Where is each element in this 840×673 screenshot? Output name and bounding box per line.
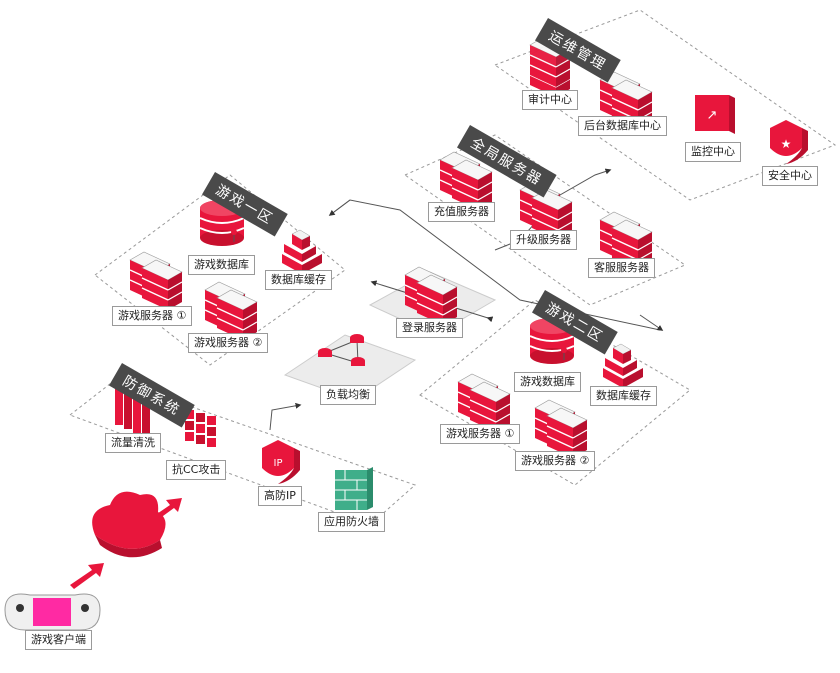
ops-region <box>493 9 837 201</box>
firewall-icon <box>335 467 373 510</box>
security-shield-icon: ★ <box>770 120 808 164</box>
defense-to-lb-arrow <box>269 402 302 431</box>
svg-text:↗: ↗ <box>707 108 718 123</box>
label-security: 安全中心 <box>762 166 818 186</box>
zone1-cache-icon <box>281 229 323 275</box>
load-balancer-icon <box>318 334 365 366</box>
label-high-ip: 高防IP <box>258 486 302 506</box>
zone1-server1-icon <box>130 252 182 310</box>
label-upgrade: 升级服务器 <box>510 230 577 250</box>
zone2-arrow <box>639 314 664 331</box>
label-anti-cc: 抗CC攻击 <box>166 460 227 480</box>
svg-text:IP: IP <box>274 458 283 469</box>
traffic-cleaning-icon <box>115 385 150 437</box>
label-zone1-db: 游戏数据库 <box>188 255 255 275</box>
zone2-db-icon <box>529 317 575 365</box>
zone1-db-icon <box>199 199 245 247</box>
zone1-server2-icon <box>205 282 257 340</box>
label-support: 客服服务器 <box>588 258 655 278</box>
label-zone2-server1: 游戏服务器 ① <box>440 424 521 444</box>
game-client-icon <box>4 593 101 631</box>
cloud-icon <box>92 491 166 558</box>
label-client: 游戏客户端 <box>25 630 92 650</box>
zone2-server2-icon <box>535 400 587 458</box>
svg-text:★: ★ <box>781 137 792 151</box>
label-backend-db: 后台数据库中心 <box>578 116 667 136</box>
anti-cc-icon <box>185 410 216 447</box>
label-login: 登录服务器 <box>396 318 463 338</box>
high-defense-ip-icon: IP <box>262 440 300 484</box>
zone1-region <box>94 174 346 366</box>
monitor-icon: ↗ <box>695 95 735 134</box>
zone1-arrow <box>328 199 351 216</box>
label-zone1-cache: 数据库缓存 <box>265 270 332 290</box>
label-zone1-server2: 游戏服务器 ② <box>188 333 269 353</box>
label-zone2-db: 游戏数据库 <box>514 372 581 392</box>
label-flow-clean: 流量清洗 <box>105 433 161 453</box>
label-audit: 审计中心 <box>522 90 578 110</box>
label-zone2-server2: 游戏服务器 ② <box>515 451 596 471</box>
label-zone1-server1: 游戏服务器 ① <box>112 306 193 326</box>
label-recharge: 充值服务器 <box>428 202 495 222</box>
label-monitor: 监控中心 <box>685 142 741 162</box>
zone2-cache-icon <box>602 343 644 389</box>
label-zone2-cache: 数据库缓存 <box>590 386 657 406</box>
upload-arrow-icon <box>70 498 182 589</box>
label-load-balancer: 负载均衡 <box>320 385 376 405</box>
label-waf: 应用防火墙 <box>318 512 385 532</box>
